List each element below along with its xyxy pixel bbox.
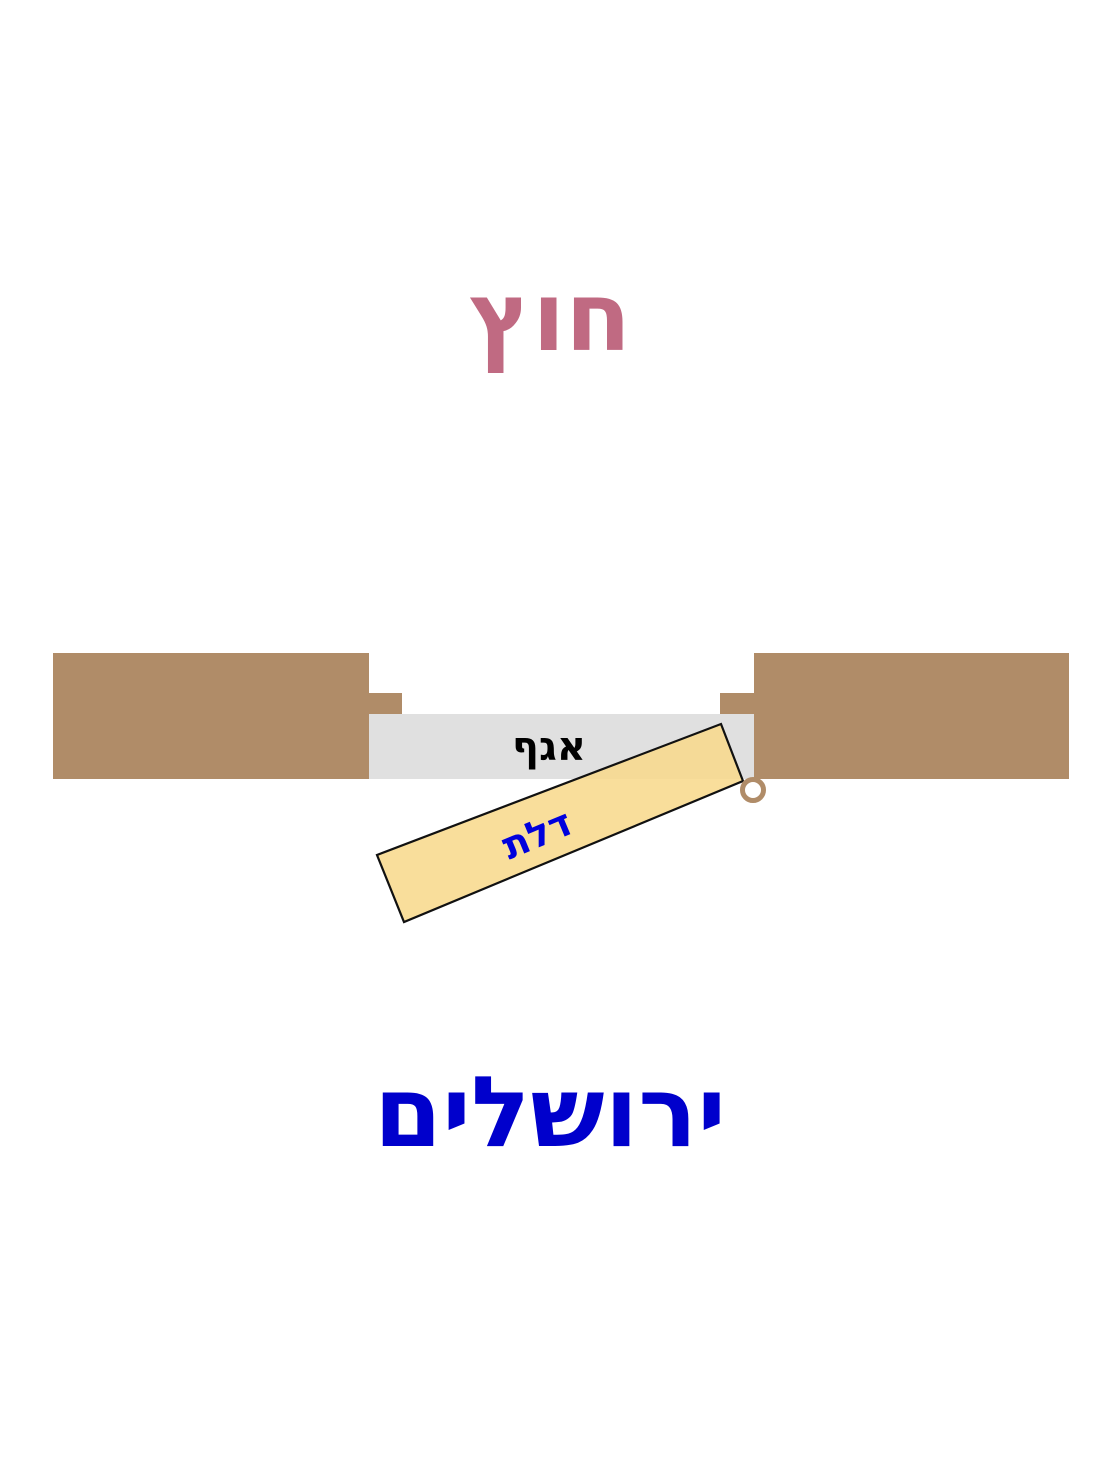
jamb-label: אגף [512, 724, 586, 770]
left-wall [53, 653, 402, 779]
hinge-icon [740, 777, 766, 803]
outside-label: חוץ [468, 261, 632, 373]
right-wall [720, 653, 1069, 779]
city-label: ירושלים [373, 1056, 727, 1170]
